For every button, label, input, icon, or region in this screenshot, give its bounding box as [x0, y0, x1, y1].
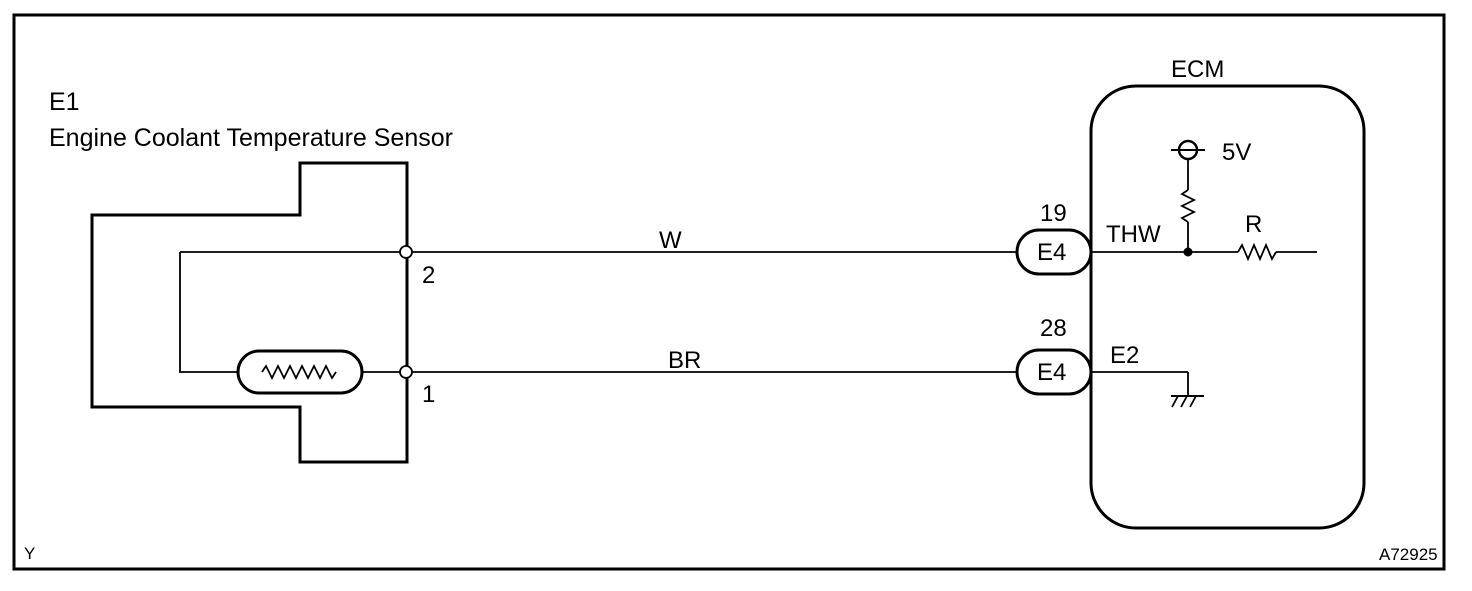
sensor-code: E1: [49, 88, 80, 116]
connector-pin-19: 19: [1040, 200, 1067, 227]
diagram-frame: [12, 13, 1446, 571]
terminal-1-label: 1: [422, 381, 436, 408]
sensor-name: Engine Coolant Temperature Sensor: [49, 124, 453, 152]
junction-dot: [1183, 247, 1193, 257]
ecm-box: [1089, 84, 1366, 530]
sensor-internal-wire: [179, 252, 238, 373]
supply-5v-label: 5V: [1222, 139, 1252, 166]
sensor-housing: [90, 161, 409, 464]
resistor-r-label: R: [1245, 211, 1263, 238]
thermistor-body: [236, 349, 364, 395]
connector-label-upper: E4: [1037, 239, 1067, 266]
pullup-resistor-icon: [1179, 189, 1197, 223]
terminal-2-label: 2: [422, 262, 436, 289]
connector-label-lower: E4: [1037, 359, 1067, 386]
thermistor-zigzag-icon: [261, 363, 337, 381]
e2-label: E2: [1110, 342, 1140, 369]
connector-pin-28: 28: [1040, 315, 1067, 342]
footer-left-mark: Y: [24, 544, 36, 563]
figure-id: A72925: [1379, 545, 1438, 564]
ground-icon: [1171, 395, 1204, 408]
wire-color-w: W: [659, 227, 682, 254]
resistor-r-icon: [1237, 242, 1277, 262]
terminal-2: [399, 245, 413, 259]
wire-color-br: BR: [668, 347, 702, 374]
thw-label: THW: [1106, 221, 1161, 248]
ecm-title: ECM: [1171, 56, 1225, 83]
terminal-1: [399, 365, 413, 379]
